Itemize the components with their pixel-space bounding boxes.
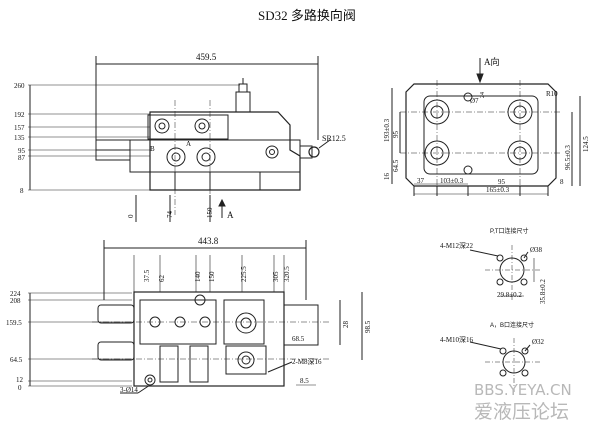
ab-port-detail: A，B口连接尺寸 4-M10深16 Ø32 bbox=[440, 321, 545, 392]
sr-label: SR12.5 bbox=[322, 134, 346, 143]
pt-port-detail: P,T口连接尺寸 4-M12深22 Ø38 29.8±0.2 35.8±0.2 bbox=[440, 227, 547, 304]
front-height-157: 157 bbox=[14, 124, 25, 132]
bv-top-150: 150 bbox=[208, 271, 216, 282]
bottom-view: 443.8 37.5 62 140 150 225.5 305 320.5 22… bbox=[6, 236, 372, 394]
ab-bore-label: Ø32 bbox=[532, 338, 545, 346]
ab-detail-label: A，B口连接尺寸 bbox=[490, 321, 534, 329]
side-bottom-103: 103±0.3 bbox=[440, 177, 464, 185]
side-bottom-165: 165±0.3 bbox=[486, 186, 510, 194]
watermark-url: BBS.YEYA.CN bbox=[474, 381, 572, 399]
bv-port bbox=[235, 312, 257, 334]
bv-left-12: 12 bbox=[16, 376, 24, 384]
pt-bore-label: Ø38 bbox=[530, 246, 543, 254]
side-left-645: 64.5 bbox=[392, 159, 400, 172]
bv-left-1595: 159.5 bbox=[6, 319, 22, 327]
side-view: A向 R10 Ø7 24 193±0.3 95 64.5 16 96.5±0 bbox=[383, 56, 590, 196]
bv-left-208: 208 bbox=[10, 297, 21, 305]
bv-top-375: 37.5 bbox=[143, 269, 151, 282]
port-b-label: B bbox=[150, 145, 155, 153]
bv-body-outline bbox=[133, 291, 285, 387]
front-width-label: 459.5 bbox=[196, 52, 217, 62]
side-bottom-95: 95 bbox=[498, 178, 506, 186]
front-height-135: 135 bbox=[14, 134, 25, 142]
front-height-192: 192 bbox=[14, 111, 25, 119]
front-view: 459.5 260 192 157 135 95 87 8 bbox=[14, 52, 346, 222]
bottom-width-label: 443.8 bbox=[198, 236, 219, 246]
side-right-1245: 124.5 bbox=[582, 136, 590, 152]
sr-ball bbox=[308, 146, 320, 158]
side-left-95: 95 bbox=[392, 131, 400, 139]
relief-valve bbox=[235, 91, 251, 113]
ab-thread: 4-M10深16 bbox=[440, 335, 474, 344]
pt-detail-label: P,T口连接尺寸 bbox=[490, 227, 529, 235]
front-height-8: 8 bbox=[20, 187, 24, 195]
pt-thread: 4-M12深22 bbox=[440, 241, 474, 250]
drawing-title: SD32 多路换向阀 bbox=[258, 8, 356, 23]
bv-right-28: 28 bbox=[342, 321, 350, 329]
port-a-label: A bbox=[186, 140, 191, 148]
section-mark-a: A bbox=[227, 210, 234, 220]
front-height-260: 260 bbox=[14, 82, 25, 90]
pt-dim1: 29.8±0.2 bbox=[497, 291, 522, 299]
pt-dim2: 35.8±0.2 bbox=[539, 279, 547, 304]
side-left-16: 16 bbox=[383, 173, 391, 181]
side-bottom-37: 37 bbox=[417, 177, 425, 185]
front-height-87: 87 bbox=[18, 154, 26, 162]
bv-top-3205: 320.5 bbox=[283, 266, 291, 282]
watermark-text: 爱液压论坛 bbox=[474, 401, 569, 423]
side-right-965: 96.5±0.3 bbox=[564, 145, 572, 170]
side-right-8: 8 bbox=[560, 178, 564, 186]
radius-label: R10 bbox=[546, 90, 558, 98]
bv-right-685: 68.5 bbox=[292, 335, 305, 343]
bv-bottom-note: 3-Ø14 bbox=[120, 386, 138, 394]
port-circle bbox=[154, 118, 170, 134]
dim-24: 24 bbox=[480, 92, 486, 98]
side-left-193: 193±0.3 bbox=[383, 118, 391, 142]
front-bottom-74: 74 bbox=[166, 211, 174, 219]
bv-holes-note: 2-M8深16 bbox=[292, 357, 322, 366]
port-b-circle bbox=[166, 147, 186, 167]
front-bottom-150: 150 bbox=[206, 207, 214, 218]
bv-left-224: 224 bbox=[10, 290, 21, 298]
bv-top-62: 62 bbox=[158, 275, 166, 283]
bv-right-985: 98.5 bbox=[364, 320, 372, 333]
bv-top-2255: 225.5 bbox=[240, 266, 248, 282]
bv-left-645: 64.5 bbox=[10, 356, 23, 364]
side-body-outline bbox=[405, 83, 557, 187]
bv-top-140: 140 bbox=[194, 271, 202, 282]
bv-left-0: 0 bbox=[18, 384, 22, 392]
phi-label: Ø7 bbox=[470, 97, 479, 105]
bv-top-305: 305 bbox=[272, 271, 280, 282]
bv-small-dim: 8.5 bbox=[300, 377, 309, 385]
watermark: BBS.YEYA.CN 爱液压论坛 bbox=[474, 381, 572, 423]
direction-label: A向 bbox=[484, 56, 500, 67]
front-height-95: 95 bbox=[18, 147, 26, 155]
front-bottom-0: 0 bbox=[127, 214, 135, 218]
